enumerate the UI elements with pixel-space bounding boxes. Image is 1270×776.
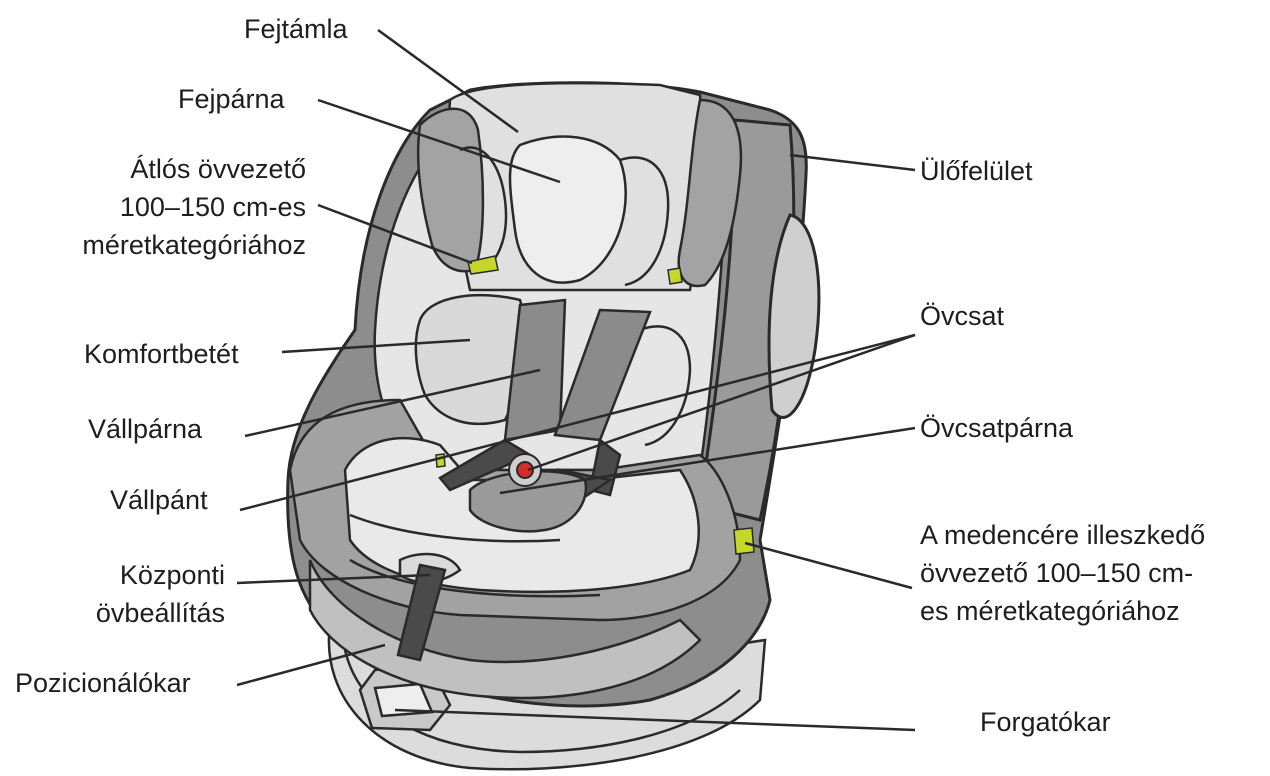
label-ovcsatparna: Övcsatpárna	[920, 409, 1073, 447]
label-ovcsat: Övcsat	[920, 297, 1004, 335]
leader-medence	[745, 543, 912, 588]
label-ulofelulet: Ülőfelület	[920, 152, 1033, 190]
label-komfortbetet: Komfortbetét	[84, 335, 239, 373]
label-fejparna: Fejpárna	[178, 80, 285, 118]
headrest	[418, 83, 741, 290]
label-kozponti-line2: övbeállítás	[30, 594, 225, 632]
label-atlos-line1: Átlós övvezető	[36, 150, 306, 188]
label-atlos-line3: méretkategóriához	[36, 226, 306, 264]
label-pozicionalokar: Pozicionálókar	[15, 664, 191, 702]
label-medence-line3: es méretkategóriához	[920, 592, 1205, 630]
label-atlos-ovvezeto: Átlós övvezető 100–150 cm-es méretkategó…	[36, 150, 306, 264]
label-vallpant: Vállpánt	[110, 481, 208, 519]
label-kozponti-line1: Központi	[30, 556, 225, 594]
label-medence-ovvezeto: A medencére illeszkedő övvezető 100–150 …	[920, 516, 1205, 630]
label-atlos-line2: 100–150 cm-es	[36, 188, 306, 226]
label-kozponti-ovbeallitas: Központi övbeállítás	[30, 556, 225, 632]
label-medence-line1: A medencére illeszkedő	[920, 516, 1205, 554]
label-vallparna: Vállpárna	[88, 410, 202, 448]
label-forgatokar: Forgatókar	[980, 703, 1111, 741]
leader-ulofelulet	[790, 155, 915, 170]
buckle	[509, 454, 541, 486]
label-fejtamla: Fejtámla	[244, 10, 348, 48]
label-medence-line2: övvezető 100–150 cm-	[920, 554, 1205, 592]
